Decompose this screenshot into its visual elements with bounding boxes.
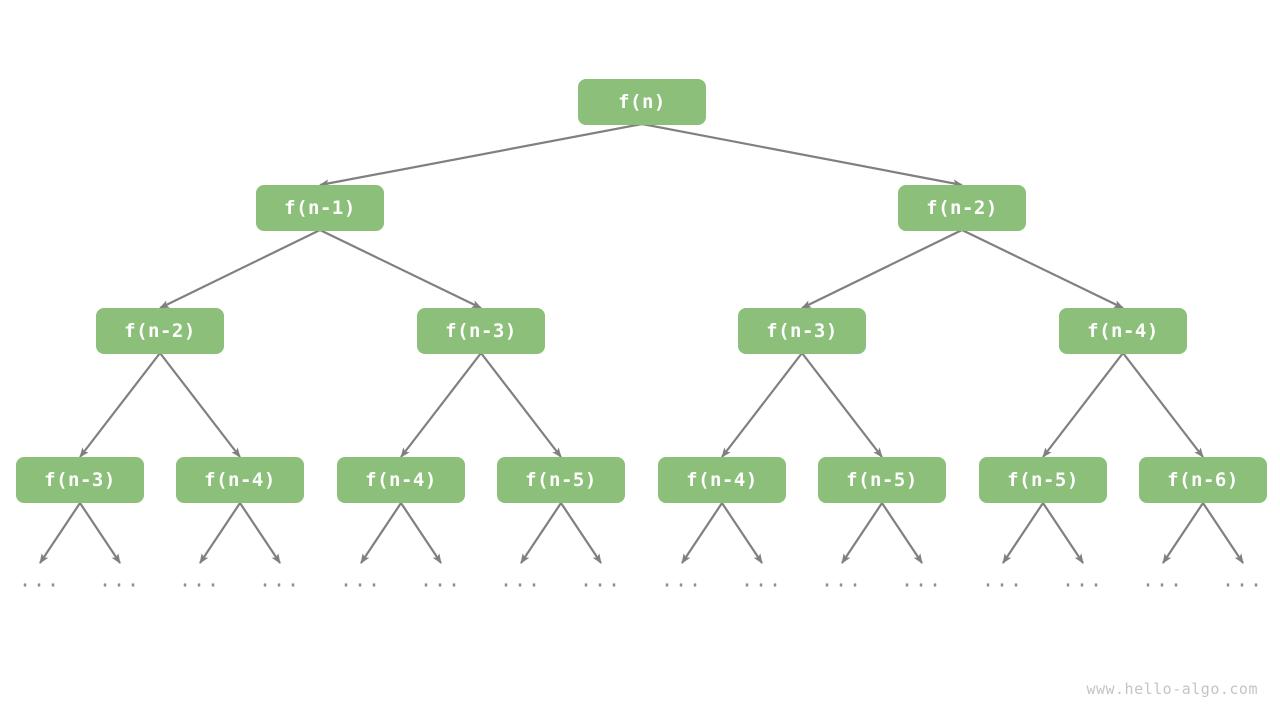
tree-node-level-4-6: f(n-5): [818, 457, 946, 503]
tree-edge: [400, 502, 442, 564]
tree-node-label: f(n-4): [204, 469, 276, 491]
watermark: www.hello-algo.com: [1086, 680, 1258, 698]
tree-edge: [881, 502, 923, 564]
tree-node-level-3-4: f(n-4): [1059, 308, 1187, 354]
tree-node-label: f(n-5): [1007, 469, 1079, 491]
ellipsis-marker: ···: [499, 573, 543, 597]
tree-edge: [520, 502, 562, 564]
ellipsis-marker: ···: [98, 573, 142, 597]
tree-edge: [400, 352, 482, 458]
tree-edge: [1042, 502, 1084, 564]
tree-node-label: f(n-2): [926, 197, 998, 219]
tree-node-label: f(n-6): [1167, 469, 1239, 491]
tree-edge: [39, 502, 81, 564]
tree-edge: [560, 502, 602, 564]
ellipsis-marker: ···: [339, 573, 383, 597]
tree-node-level-1-1: f(n): [578, 79, 706, 125]
ellipsis-marker: ···: [258, 573, 302, 597]
tree-edge: [1202, 502, 1244, 564]
tree-edge: [319, 229, 482, 309]
ellipsis-marker: ···: [820, 573, 864, 597]
ellipsis-marker: ···: [1141, 573, 1185, 597]
tree-edge: [159, 229, 321, 309]
tree-edge: [801, 352, 883, 458]
tree-node-level-3-3: f(n-3): [738, 308, 866, 354]
tree-node-level-3-1: f(n-2): [96, 308, 224, 354]
tree-node-level-4-8: f(n-6): [1139, 457, 1267, 503]
tree-node-label: f(n-5): [525, 469, 597, 491]
tree-edge: [1122, 352, 1204, 458]
tree-edge: [360, 502, 402, 564]
ellipsis-marker: ···: [981, 573, 1025, 597]
tree-edge: [721, 352, 803, 458]
tree-edge: [801, 229, 963, 309]
ellipsis-marker: ···: [1221, 573, 1265, 597]
ellipsis-marker: ···: [178, 573, 222, 597]
tree-edge: [1042, 352, 1124, 458]
tree-node-label: f(n-4): [686, 469, 758, 491]
tree-node-label: f(n-1): [284, 197, 356, 219]
tree-edge: [681, 502, 723, 564]
tree-node-label: f(n-3): [766, 320, 838, 342]
ellipsis-marker: ···: [1061, 573, 1105, 597]
ellipsis-marker: ···: [660, 573, 704, 597]
tree-edge: [961, 229, 1124, 309]
tree-edge: [480, 352, 562, 458]
tree-edge: [1162, 502, 1204, 564]
tree-node-level-4-2: f(n-4): [176, 457, 304, 503]
tree-node-level-4-7: f(n-5): [979, 457, 1107, 503]
tree-node-level-3-2: f(n-3): [417, 308, 545, 354]
ellipsis-marker: ···: [579, 573, 623, 597]
tree-edge: [1002, 502, 1044, 564]
tree-node-label: f(n-3): [44, 469, 116, 491]
ellipsis-marker: ···: [740, 573, 784, 597]
tree-node-label: f(n-5): [846, 469, 918, 491]
tree-node-level-4-1: f(n-3): [16, 457, 144, 503]
ellipsis-marker: ···: [18, 573, 62, 597]
tree-edge: [199, 502, 241, 564]
tree-edge: [79, 352, 161, 458]
ellipsis-marker: ···: [419, 573, 463, 597]
tree-node-level-4-5: f(n-4): [658, 457, 786, 503]
tree-node-level-4-3: f(n-4): [337, 457, 465, 503]
tree-edge: [239, 502, 281, 564]
tree-node-level-4-4: f(n-5): [497, 457, 625, 503]
tree-node-label: f(n-3): [445, 320, 517, 342]
tree-node-level-2-2: f(n-2): [898, 185, 1026, 231]
tree-node-level-2-1: f(n-1): [256, 185, 384, 231]
tree-node-label: f(n-2): [124, 320, 196, 342]
tree-edge: [159, 352, 241, 458]
tree-node-label: f(n): [618, 91, 666, 113]
tree-edge: [319, 122, 643, 188]
tree-edge: [79, 502, 121, 564]
tree-edge: [641, 122, 963, 188]
ellipsis-marker: ···: [900, 573, 944, 597]
tree-edge: [721, 502, 763, 564]
tree-node-label: f(n-4): [1087, 320, 1159, 342]
tree-edge: [841, 502, 883, 564]
tree-node-label: f(n-4): [365, 469, 437, 491]
